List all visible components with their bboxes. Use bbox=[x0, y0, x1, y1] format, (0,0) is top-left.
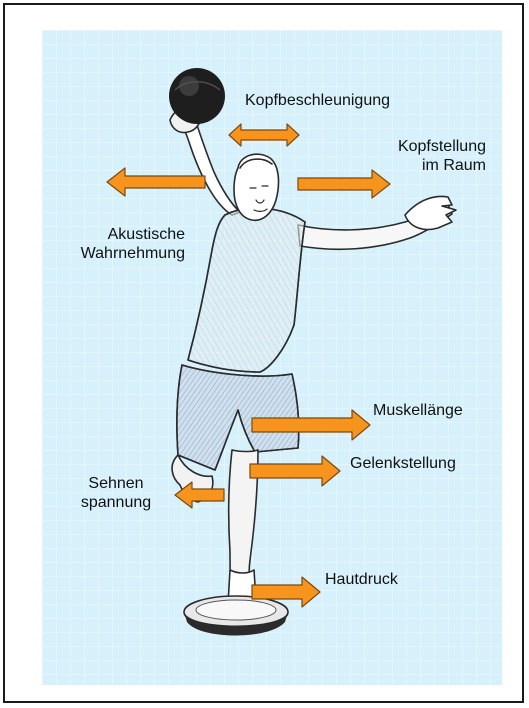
ball-icon bbox=[169, 68, 225, 124]
label-akustische-wahrnehmung: Akustische Wahrnehmung bbox=[60, 225, 185, 263]
label-kopfbeschleunigung: Kopfbeschleunigung bbox=[245, 91, 390, 110]
balance-board-icon bbox=[184, 596, 288, 636]
arrow-akustische bbox=[107, 168, 205, 196]
label-kopfstellung: Kopfstellung im Raum bbox=[360, 137, 486, 175]
arrow-gelenkstellung bbox=[250, 456, 340, 486]
label-sehnen-line1: Sehnen bbox=[66, 474, 166, 493]
arrow-kopfbeschleunigung bbox=[229, 124, 299, 146]
label-hautdruck: Hautdruck bbox=[325, 570, 398, 589]
label-kopfstellung-line2: im Raum bbox=[360, 156, 486, 175]
label-sehnenspannung: Sehnen spannung bbox=[66, 474, 166, 512]
label-gelenkstellung: Gelenkstellung bbox=[350, 454, 456, 473]
label-kopfstellung-line1: Kopfstellung bbox=[360, 137, 486, 156]
label-akustische-line2: Wahrnehmung bbox=[60, 244, 185, 263]
label-akustische-line1: Akustische bbox=[60, 225, 185, 244]
label-muskellaenge: Muskellänge bbox=[373, 401, 463, 420]
label-sehnen-line2: spannung bbox=[66, 493, 166, 512]
